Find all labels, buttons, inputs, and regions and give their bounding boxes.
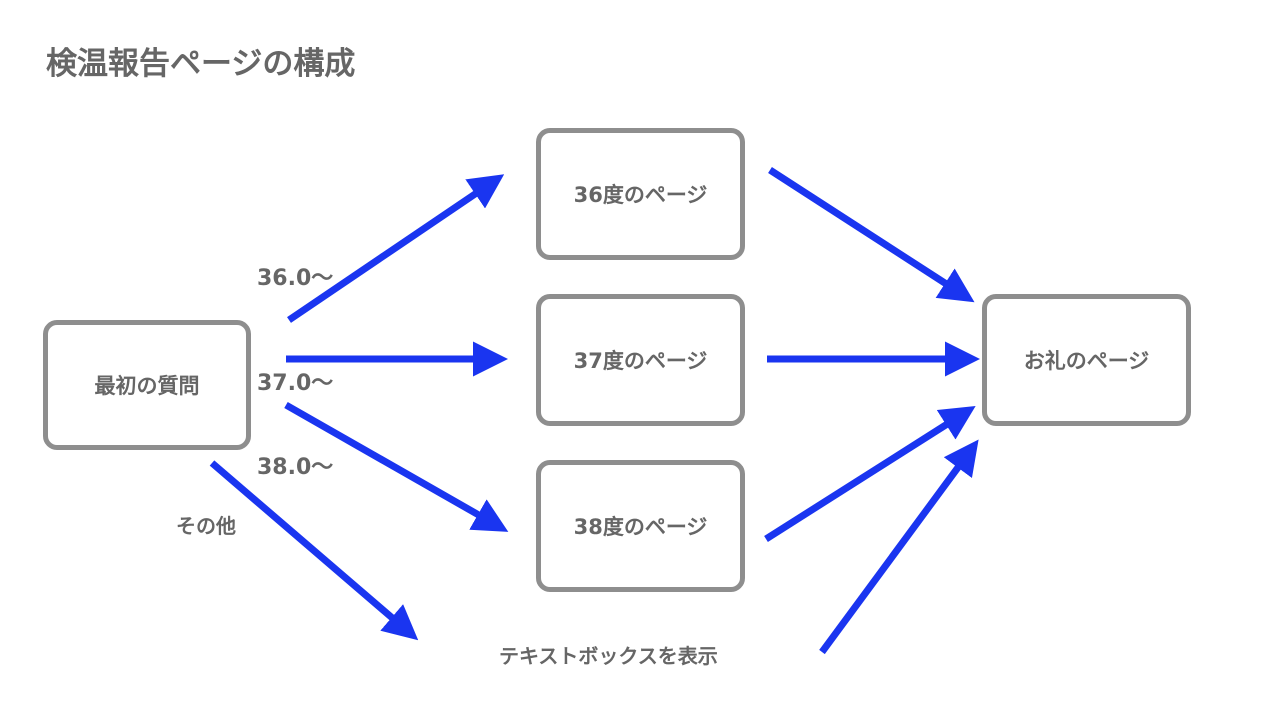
arrow-textbox-to-thanks	[819, 439, 979, 655]
arrow-38-to-thanks	[764, 406, 976, 542]
edge-label-other: その他	[176, 514, 236, 538]
node-page-38-label: 38度のページ	[573, 515, 708, 539]
node-page-38: 38度のページ	[536, 460, 745, 592]
node-page-36: 36度のページ	[536, 128, 745, 260]
node-page-37-label: 37度のページ	[573, 349, 708, 373]
page-title: 検温報告ページの構成	[46, 46, 356, 82]
arrow-first-to-38	[284, 401, 509, 532]
edge-label-38: 38.0〜	[257, 455, 334, 480]
node-first-question-label: 最初の質問	[94, 374, 200, 398]
node-textbox-label: テキストボックスを表示	[499, 644, 718, 668]
arrow-first-to-textbox	[209, 460, 419, 641]
node-thanks: お礼のページ	[982, 294, 1191, 426]
node-page-36-label: 36度のページ	[573, 183, 708, 207]
node-page-37: 37度のページ	[536, 294, 745, 426]
edge-label-36: 36.0〜	[257, 266, 334, 291]
arrow-first-to-36	[287, 174, 505, 323]
node-first-question: 最初の質問	[43, 320, 251, 450]
arrow-36-to-thanks	[768, 167, 975, 303]
node-thanks-label: お礼のページ	[1023, 349, 1150, 373]
edge-label-37: 37.0〜	[257, 371, 334, 396]
